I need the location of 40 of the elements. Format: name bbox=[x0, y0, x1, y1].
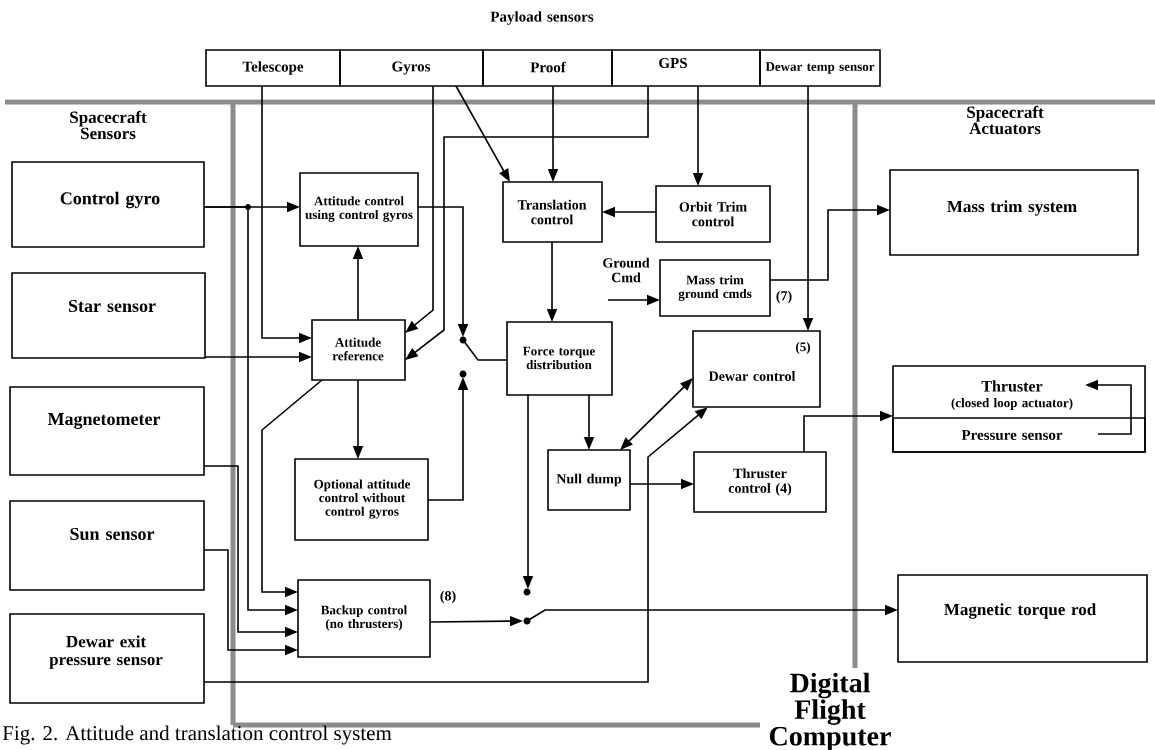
section-heading: Spacecraft Actuators bbox=[967, 105, 1044, 135]
arrow bbox=[405, 85, 649, 360]
block-box: Force torque distribution bbox=[506, 321, 613, 396]
block-box: Orbit Trim control bbox=[655, 185, 771, 243]
block-box: Attitude reference bbox=[311, 319, 406, 381]
node-label: (8) bbox=[440, 590, 456, 604]
block-box: Mass trim ground cmds (7) bbox=[659, 259, 792, 317]
block-box: Dewar exit pressure sensor bbox=[9, 613, 205, 704]
switch-contact bbox=[523, 617, 531, 625]
block-box: Magnetic torque rod bbox=[897, 574, 1148, 663]
block-box: Null dump bbox=[547, 449, 631, 511]
section-heading: Spacecraft Sensors bbox=[70, 110, 147, 140]
switch-contact bbox=[459, 336, 467, 344]
block-box: Translation control bbox=[502, 181, 603, 243]
block-box: Sun sensor bbox=[9, 500, 205, 591]
block-box: Magnetometer bbox=[9, 386, 205, 476]
block-box: Thruster control (4) bbox=[693, 451, 827, 513]
block-box: Pressure sensor bbox=[892, 417, 1146, 453]
block-box: Mass trim system bbox=[889, 169, 1139, 256]
section-heading: Payload sensors bbox=[490, 11, 594, 25]
figure-caption: Fig. 2. Attitude and translation control system bbox=[2, 725, 392, 745]
block-box: Gyros bbox=[339, 49, 484, 87]
switch-blade bbox=[462, 339, 508, 361]
block-box: (5) Dewar control bbox=[692, 330, 821, 408]
block-box: Star sensor bbox=[11, 272, 206, 359]
switch-contact bbox=[459, 370, 467, 378]
arrow bbox=[405, 85, 434, 333]
input-label: Ground Cmd bbox=[603, 257, 650, 283]
block-box: GPS bbox=[611, 49, 761, 87]
switch-contact bbox=[523, 588, 531, 596]
block-box: Backup control (no thrusters) (8) bbox=[297, 579, 456, 658]
block-box: Proof bbox=[482, 49, 613, 87]
block-box: Control gyro bbox=[11, 161, 205, 248]
arrow bbox=[203, 407, 708, 683]
block-box: Optional attitude control without control gyros bbox=[294, 458, 429, 541]
node-label: (7) bbox=[776, 290, 792, 304]
arrow bbox=[620, 378, 693, 450]
block-box: Dewar temp sensor bbox=[759, 49, 881, 87]
block-box: Attitude control using control gyros bbox=[299, 172, 419, 247]
block-box: Telescope bbox=[205, 49, 341, 87]
